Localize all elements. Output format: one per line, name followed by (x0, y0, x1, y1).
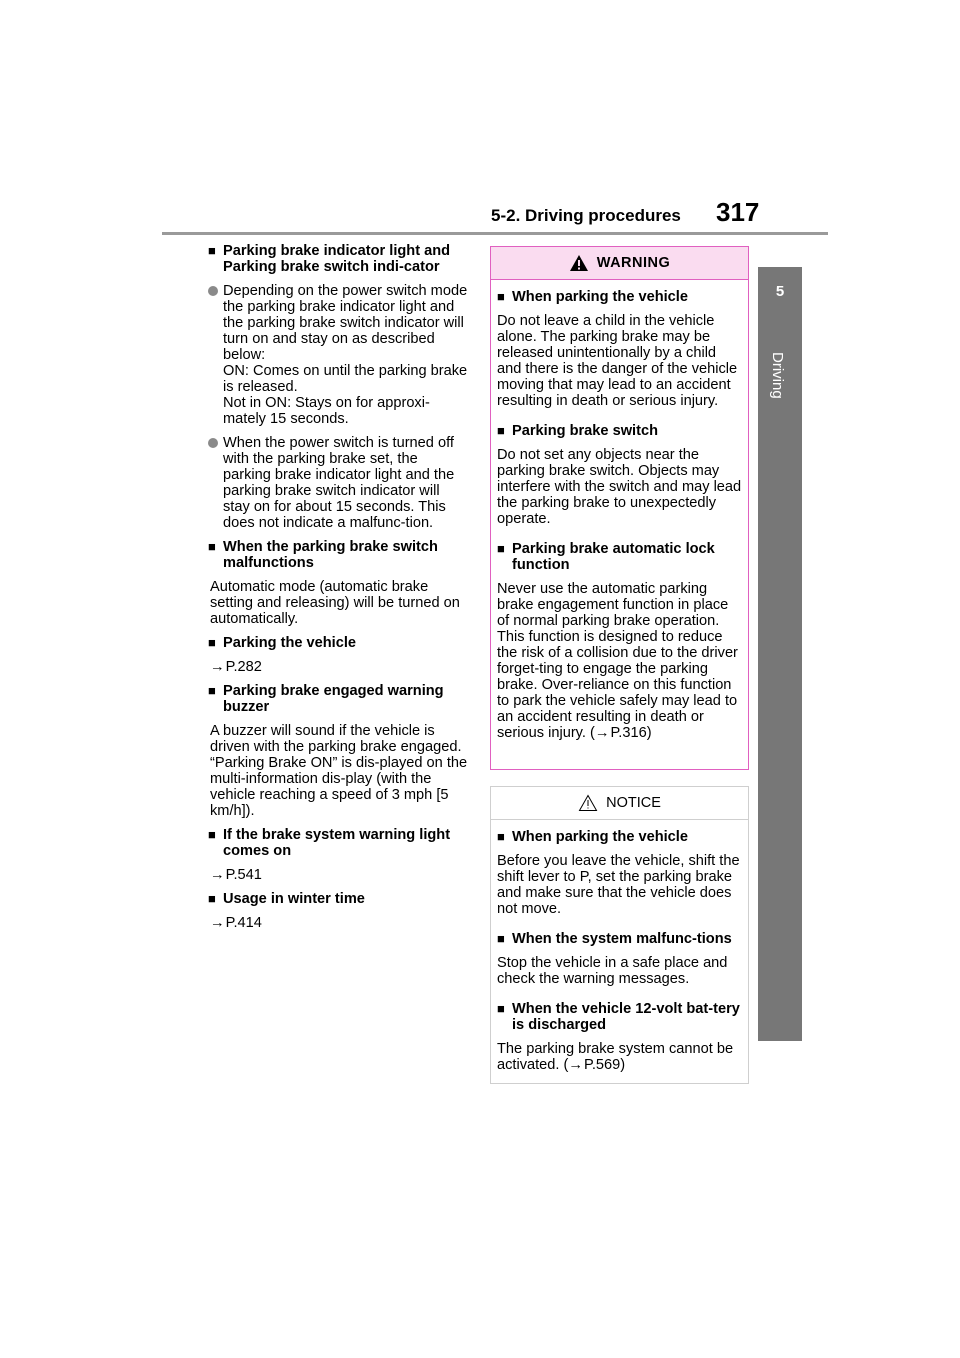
section-heading: ■ Parking brake indicator light and Park… (208, 243, 468, 275)
heading-text: Parking brake switch (512, 423, 658, 439)
warning-body: ■ When parking the vehicle Do not leave … (497, 280, 742, 741)
chapter-side-tab: 5 Driving (758, 267, 802, 1041)
heading-text: When parking the vehicle (512, 829, 688, 845)
arrow-right-icon: → (210, 867, 225, 883)
heading-text: Parking the vehicle (223, 635, 357, 651)
square-bullet-icon: ■ (208, 539, 216, 554)
arrow-right-icon: → (210, 659, 225, 675)
section-heading: ■ Parking the vehicle (208, 635, 468, 651)
section-heading: ■ Usage in winter time (208, 891, 468, 907)
chapter-label: Driving (769, 352, 786, 399)
square-bullet-icon: ■ (208, 243, 216, 258)
heading-text: If the brake system warning light comes … (223, 827, 451, 859)
paragraph: A buzzer will sound if the vehicle is dr… (210, 723, 468, 819)
notice-box: NOTICE ■ When parking the vehicle Before… (490, 786, 749, 1084)
bullet-text-on: ON: Comes on until the parking brake is … (223, 363, 468, 395)
reference-text: P.414 (225, 915, 262, 931)
heading-text: Parking brake automatic lock function (512, 541, 715, 573)
paragraph-text: The parking brake system cannot be activ… (497, 1041, 734, 1073)
warning-box: WARNING ■ When parking the vehicle Do no… (490, 246, 749, 770)
warning-heading: ■ When parking the vehicle (497, 289, 742, 305)
warning-heading: ■ Parking brake switch (497, 423, 742, 439)
square-bullet-icon: ■ (497, 1001, 505, 1016)
reference-text: P.541 (225, 867, 262, 883)
square-bullet-icon: ■ (497, 541, 505, 556)
chapter-number: 5 (775, 283, 785, 300)
warning-title: WARNING (596, 255, 671, 271)
page-reference[interactable]: P.569) (583, 1057, 626, 1073)
heading-text: When the vehicle 12-volt bat-tery is dis… (512, 1001, 740, 1033)
notice-title: NOTICE (606, 795, 661, 811)
square-bullet-icon: ■ (208, 635, 216, 650)
page-reference[interactable]: →P.541 (210, 867, 468, 883)
square-bullet-icon: ■ (497, 931, 505, 946)
round-bullet-icon (208, 438, 218, 448)
bullet-item: Depending on the power switch mode the p… (208, 283, 468, 427)
notice-heading: ■ When parking the vehicle (497, 829, 742, 845)
square-bullet-icon: ■ (497, 829, 505, 844)
paragraph: Stop the vehicle in a safe place and che… (497, 955, 728, 987)
arrow-right-icon: → (594, 725, 610, 741)
page-reference[interactable]: →P.414 (210, 915, 468, 931)
warning-triangle-icon (569, 255, 588, 271)
round-bullet-icon (208, 286, 218, 296)
bullet-text: When the power switch is turned off with… (223, 435, 455, 531)
paragraph-text: Never use the automatic parking brake en… (497, 581, 738, 741)
paragraph: Do not leave a child in the vehicle alon… (497, 313, 738, 409)
left-column: ■ Parking brake indicator light and Park… (208, 243, 468, 939)
arrow-right-icon: → (568, 1057, 583, 1073)
section-heading: ■ Parking brake engaged warning buzzer (208, 683, 468, 715)
notice-heading: ■ When the system malfunc-tions (497, 931, 742, 947)
notice-header: NOTICE (491, 787, 748, 820)
heading-text: When the system malfunc-tions (512, 931, 732, 947)
section-heading: ■ When the parking brake switch malfunct… (208, 539, 468, 571)
caution-triangle-icon (578, 794, 598, 811)
paragraph: Automatic mode (automatic brake setting … (210, 579, 460, 627)
paragraph: Do not set any objects near the parking … (497, 447, 742, 527)
heading-text: Parking brake engaged warning buzzer (223, 683, 444, 715)
square-bullet-icon: ■ (497, 289, 505, 304)
reference-text: P.282 (225, 659, 262, 675)
square-bullet-icon: ■ (208, 891, 216, 906)
section-heading: ■ If the brake system warning light come… (208, 827, 468, 859)
notice-body: ■ When parking the vehicle Before you le… (497, 820, 742, 1073)
paragraph: Before you leave the vehicle, shift the … (497, 853, 740, 917)
heading-text: Parking brake indicator light and Parkin… (223, 243, 451, 275)
square-bullet-icon: ■ (208, 827, 216, 842)
heading-text: Usage in winter time (223, 891, 365, 907)
paragraph: The parking brake system cannot be activ… (497, 1041, 742, 1073)
page-reference[interactable]: →P.282 (210, 659, 468, 675)
square-bullet-icon: ■ (497, 423, 505, 438)
notice-heading: ■ When the vehicle 12-volt bat-tery is d… (497, 1001, 742, 1033)
page-reference[interactable]: P.316) (610, 725, 652, 741)
warning-header: WARNING (491, 247, 748, 280)
heading-text: When parking the vehicle (512, 289, 688, 305)
heading-text: When the parking brake switch malfunctio… (223, 539, 438, 571)
paragraph: Never use the automatic parking brake en… (497, 581, 742, 741)
bullet-text: Depending on the power switch mode the p… (223, 283, 468, 363)
arrow-right-icon: → (210, 915, 225, 931)
page-number: 317 (716, 197, 760, 227)
bullet-item: When the power switch is turned off with… (208, 435, 468, 531)
square-bullet-icon: ■ (208, 683, 216, 698)
bullet-text-not-on: Not in ON: Stays on for approxi-mately 1… (223, 395, 430, 427)
warning-heading: ■ Parking brake automatic lock function (497, 541, 742, 573)
header-divider (162, 232, 828, 235)
section-title: 5-2. Driving procedures (491, 206, 681, 225)
